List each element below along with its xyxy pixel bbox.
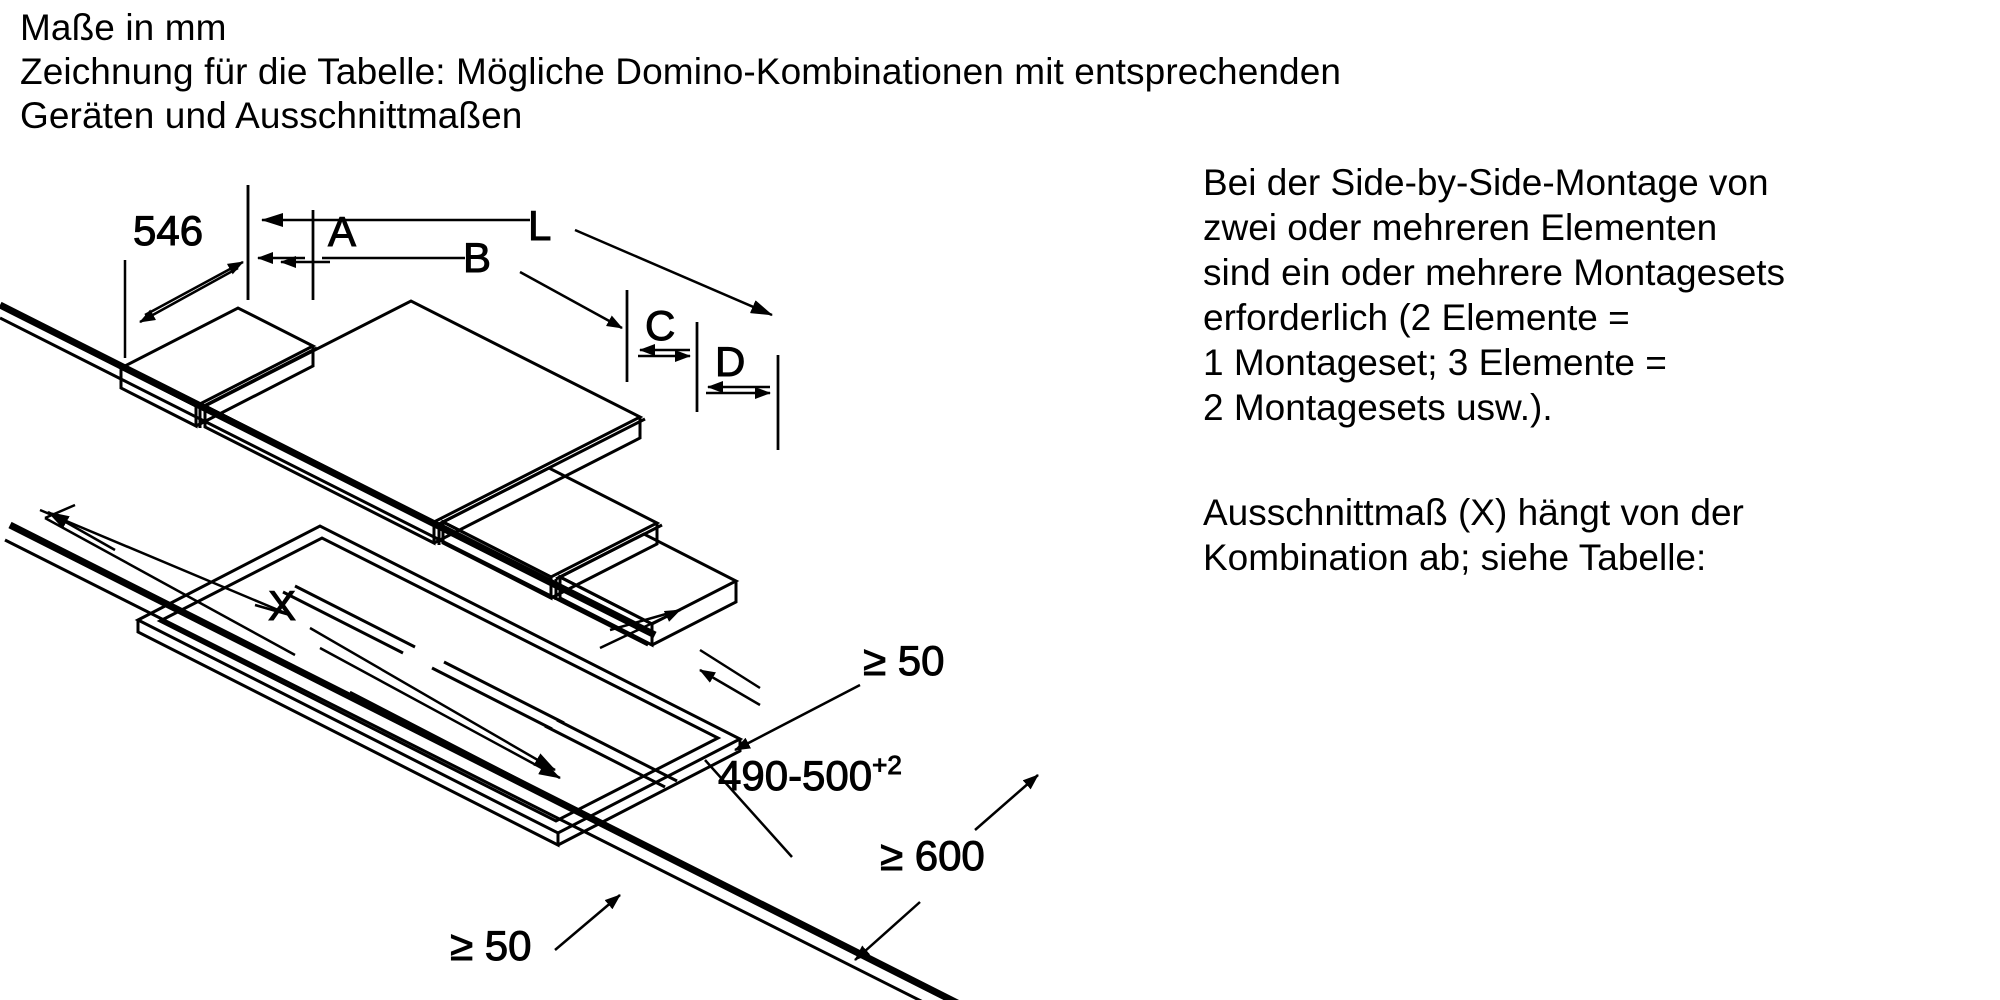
units-note: Maße in mm (20, 7, 227, 48)
dimension-b-label: B (463, 234, 491, 281)
dimension-x-arrows (47, 510, 561, 780)
cutout-frame-inner (156, 536, 722, 823)
worktop-front-edge-thin (4, 538, 923, 1000)
dimension-cutout-depth (349, 608, 793, 858)
dimension-d-label: D (715, 338, 745, 385)
dimension-c-label: C (645, 302, 675, 349)
clearance-front-label: ≥ 50 (450, 922, 531, 969)
isometric-drawing-svg: 546 A B (0, 185, 1039, 1000)
drawing-title-line-1: Zeichnung für die Tabelle: Mögliche Domi… (20, 51, 1342, 92)
worktop-rear-edge (0, 301, 657, 639)
clearance-worktop-label: ≥ 600 (880, 832, 985, 879)
appliance-panel-4 (556, 532, 740, 648)
clearance-worktop-leader (854, 774, 1039, 961)
cutout-frame-outer (134, 524, 744, 835)
dimension-cutout-depth-label: 490-500+2 (718, 750, 902, 799)
cutout-divider-2 (431, 660, 565, 731)
technical-drawing: 546 A B (0, 150, 1200, 1000)
worktop-rear-edge-thin (0, 316, 649, 647)
dimension-546-label: 546 (133, 207, 203, 254)
dimension-x-label: X (268, 582, 296, 629)
cutout-reference-note: Ausschnittmaß (X) hängt von der Kombinat… (1203, 492, 1744, 578)
dimension-a (246, 185, 315, 300)
dimension-x (39, 503, 556, 772)
clearance-rear-leader (734, 683, 861, 752)
cutout-divider-3 (544, 718, 678, 789)
clearance-rear-label: ≥ 50 (863, 637, 944, 684)
appliance-panel-3 (439, 466, 661, 601)
mounting-kit-note: Bei der Side-by-Side-Montage von zwei od… (1203, 162, 1786, 428)
header-block: Maße in mm Zeichnung für die Tabelle: Mö… (20, 6, 1780, 138)
worktop-front-edge (8, 521, 960, 1000)
drawing-title-line-2: Geräten und Ausschnittmaßen (20, 95, 523, 136)
clearance-front-leader (554, 894, 621, 951)
appliance-panel-2 (201, 299, 644, 546)
dimension-l-label: L (528, 202, 551, 249)
cutout-divider-1 (282, 584, 416, 655)
dimension-l (246, 185, 780, 450)
dimension-a-label: A (328, 208, 356, 255)
notes-column: Bei der Side-by-Side-Montage von zwei od… (1203, 160, 1993, 580)
appliance-panel-1 (117, 306, 317, 429)
